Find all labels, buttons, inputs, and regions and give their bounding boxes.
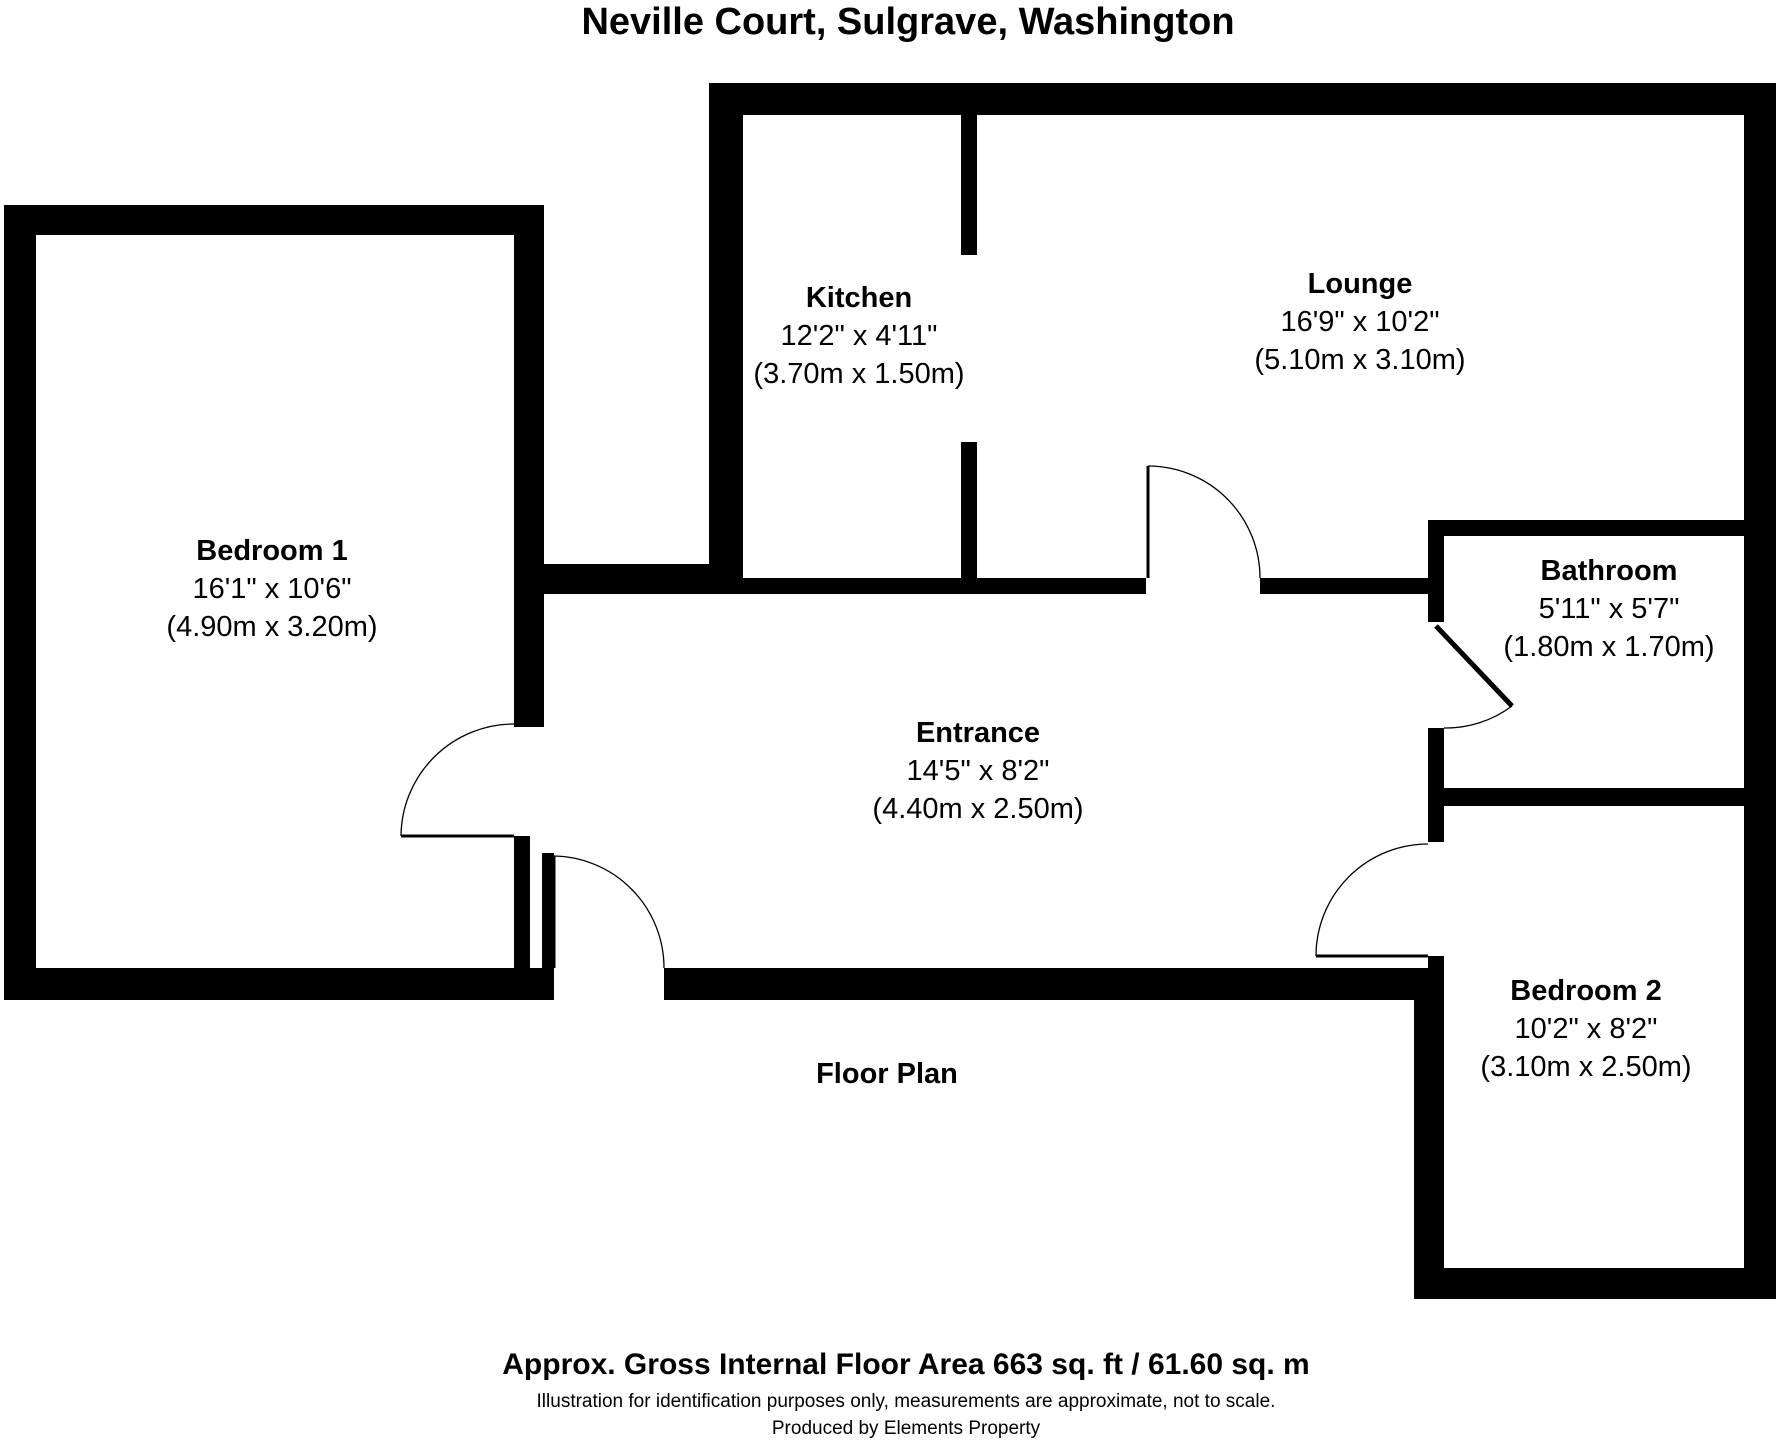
bathroom-door <box>1434 624 1514 729</box>
bedroom2-door <box>1315 843 1429 958</box>
disclaimer-text: Illustration for identification purposes… <box>537 1391 1276 1412</box>
bedroom1-right-wall-lower <box>514 836 530 986</box>
room-size-metric: (5.10m x 3.10m) <box>1254 344 1465 376</box>
lounge-door <box>1146 465 1261 579</box>
room-size-imperial: 10'2" x 8'2" <box>1515 1013 1658 1045</box>
room-size-imperial: 5'11" x 5'7" <box>1539 593 1680 625</box>
room-name: Kitchen <box>806 282 912 314</box>
bedroom1-right-wall-upper <box>514 205 544 577</box>
front-door <box>552 855 665 969</box>
lounge-top-wall <box>709 83 1776 115</box>
room-size-metric: (4.90m x 3.20m) <box>166 611 377 643</box>
lounge-bottom-wall-right <box>1260 578 1430 594</box>
room-name: Bedroom 2 <box>1510 975 1661 1007</box>
bedroom1-door-swing <box>400 723 515 837</box>
room-name: Lounge <box>1308 268 1413 300</box>
room-name: Entrance <box>916 717 1040 749</box>
lounge-right-wall <box>1744 83 1776 523</box>
bedroom1-left-wall <box>4 205 36 1000</box>
entrance-door-jamb <box>542 853 554 1000</box>
bathroom-left-wall-lower <box>1428 728 1444 842</box>
room-label-bedroom-1: Bedroom 1 16'1" x 10'6" (4.90m x 3.20m) <box>166 535 377 643</box>
bedroom2-door-swing <box>1315 843 1429 957</box>
doors <box>400 465 1514 969</box>
bedroom2-right-wall <box>1744 788 1776 1299</box>
room-label-kitchen: Kitchen 12'2" x 4'11" (3.70m x 1.50m) <box>753 282 964 390</box>
gross-area-text: Approx. Gross Internal Floor Area 663 sq… <box>502 1348 1309 1381</box>
entrance-bottom-wall <box>664 968 1444 1000</box>
room-size-metric: (3.10m x 2.50m) <box>1480 1051 1691 1083</box>
kitchen-divider-lower <box>961 442 977 582</box>
room-size-imperial: 16'1" x 10'6" <box>192 573 351 605</box>
bathroom-right-wall <box>1744 520 1776 806</box>
room-label-bathroom: Bathroom 5'11" x 5'7" (1.80m x 1.70m) <box>1503 555 1714 663</box>
room-size-metric: (3.70m x 1.50m) <box>753 358 964 390</box>
room-size-metric: (4.40m x 2.50m) <box>872 793 1083 825</box>
bathroom-left-wall-upper <box>1428 520 1444 622</box>
hall-top-wall-left <box>514 564 740 594</box>
kitchen-left-wall <box>709 83 743 593</box>
bathroom-door-leaf <box>1434 624 1514 708</box>
bedroom2-left-wall <box>1414 968 1444 1299</box>
lounge-door-swing <box>1147 465 1261 579</box>
bedroom1-bottom-wall <box>4 968 551 1000</box>
bathroom-bottom-wall <box>1428 788 1776 806</box>
front-door-swing <box>553 855 665 969</box>
room-label-lounge: Lounge 16'9" x 10'2" (5.10m x 3.10m) <box>1254 268 1465 376</box>
room-size-metric: (1.80m x 1.70m) <box>1503 631 1714 663</box>
room-label-entrance: Entrance 14'5" x 8'2" (4.40m x 2.50m) <box>872 717 1083 825</box>
lounge-bottom-wall-left <box>709 578 1146 594</box>
bedroom1-door <box>400 723 515 838</box>
floor-plan-label: Floor Plan <box>816 1058 958 1090</box>
walls <box>4 83 1776 1299</box>
kitchen-divider-upper <box>961 113 977 255</box>
room-size-imperial: 12'2" x 4'11" <box>781 320 938 352</box>
plan-title: Neville Court, Sulgrave, Washington <box>581 1 1234 43</box>
room-label-bedroom-2: Bedroom 2 10'2" x 8'2" (3.10m x 2.50m) <box>1480 975 1691 1083</box>
bedroom1-top-wall <box>4 205 544 235</box>
credit-text: Produced by Elements Property <box>772 1418 1041 1439</box>
room-size-imperial: 14'5" x 8'2" <box>907 755 1050 787</box>
room-name: Bedroom 1 <box>196 535 347 567</box>
room-size-imperial: 16'9" x 10'2" <box>1280 306 1439 338</box>
bathroom-door-swing <box>1443 705 1513 729</box>
bedroom2-bottom-wall <box>1414 1268 1776 1299</box>
bathroom-top-wall <box>1428 520 1776 536</box>
room-name: Bathroom <box>1541 555 1678 587</box>
